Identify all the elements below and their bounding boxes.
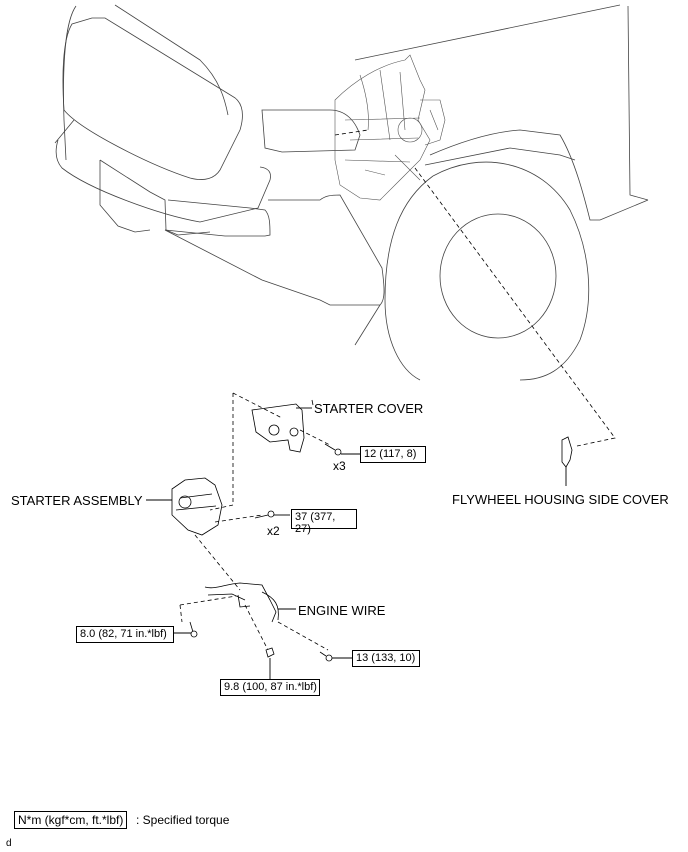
legend-description: : Specified torque (136, 813, 230, 827)
starter-cover-part (251, 399, 314, 453)
label-connectors (146, 407, 567, 680)
starter-assembly-label: STARTER ASSEMBLY (11, 493, 143, 508)
torque-wire-bolt-left: 8.0 (82, 71 in.*lbf) (76, 626, 174, 643)
leader-lines (179, 129, 616, 651)
starter-bolt-qty: x2 (267, 524, 280, 538)
flywheel-cover-label: FLYWHEEL HOUSING SIDE COVER (452, 492, 669, 507)
starter-cover-label: STARTER COVER (314, 401, 424, 416)
engine-block (334, 54, 446, 201)
starter-assembly-part (171, 477, 223, 536)
torque-wire-nut: 9.8 (100, 87 in.*lbf) (220, 679, 320, 696)
legend-unit-box: N*m (kgf*cm, ft.*lbf) (14, 811, 128, 829)
front-wheel (384, 147, 590, 381)
engine-wire-label: ENGINE WIRE (298, 603, 386, 618)
torque-wire-bolt-right: 13 (133, 10) (352, 650, 420, 667)
engine-wire-part (204, 582, 279, 623)
figure-id: d (6, 838, 12, 849)
vehicle-outline (54, 4, 649, 346)
flywheel-cover-part (561, 436, 573, 468)
cover-bolt-qty: x3 (333, 459, 346, 473)
bolts (189, 443, 342, 662)
torque-starter-bolt: 37 (377, 27) (291, 509, 357, 535)
torque-cover-bolt: 12 (117, 8) (360, 446, 426, 463)
